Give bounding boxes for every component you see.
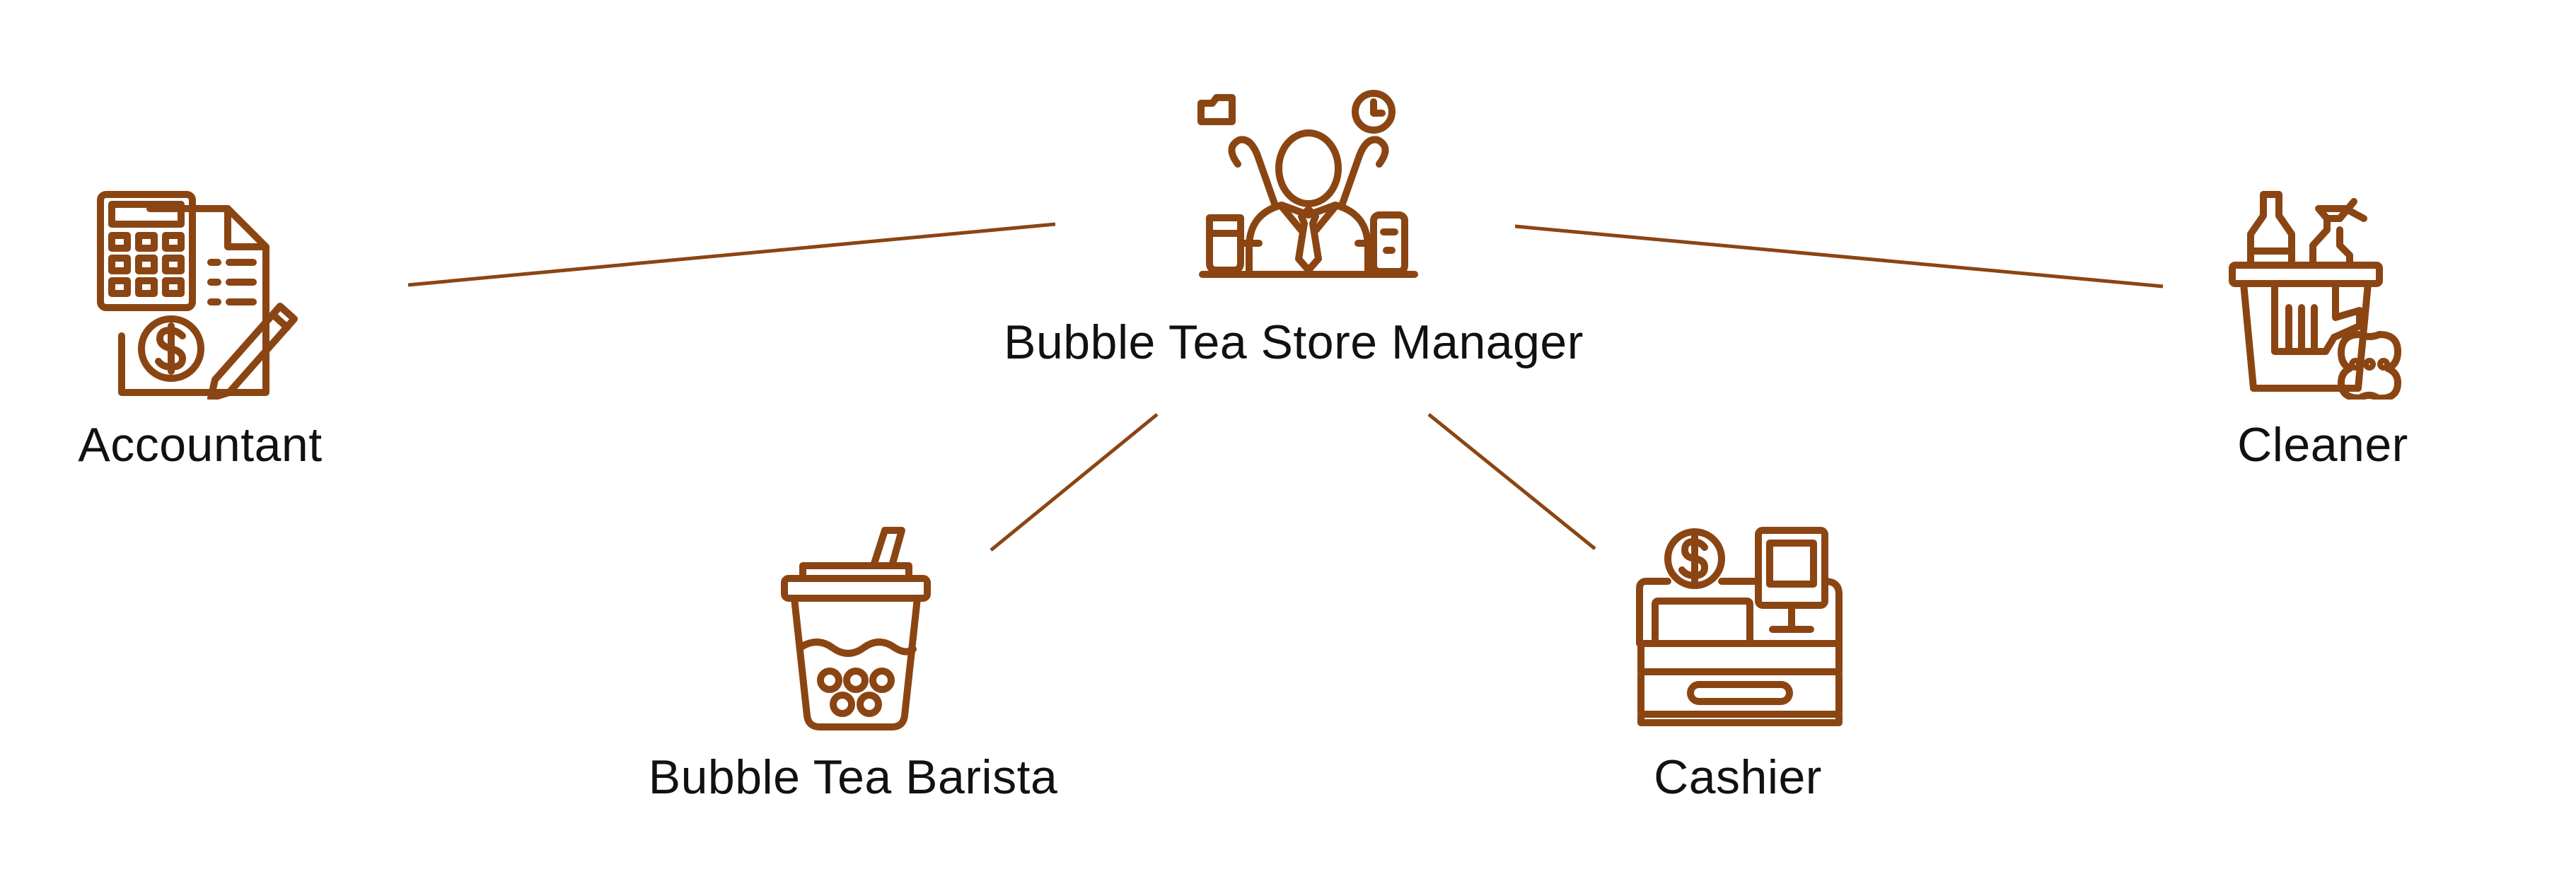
- multitasking-manager-icon: [1197, 90, 1418, 278]
- connector-manager-accountant: [407, 222, 1056, 287]
- label-barista: Bubble Tea Barista: [648, 750, 1058, 804]
- label-accountant: Accountant: [78, 418, 323, 472]
- connector-manager-barista: [990, 413, 1159, 552]
- calculator-document-icon: [97, 191, 298, 400]
- cash-register-icon: [1636, 527, 1843, 726]
- connector-manager-cashier: [1427, 413, 1596, 550]
- label-manager: Bubble Tea Store Manager: [1004, 315, 1584, 369]
- connector-manager-cleaner: [1514, 224, 2164, 289]
- bubble-tea-cup-icon: [781, 527, 931, 730]
- label-cashier: Cashier: [1654, 750, 1822, 804]
- label-cleaner: Cleaner: [2237, 418, 2408, 472]
- cleaning-supplies-icon: [2229, 191, 2401, 400]
